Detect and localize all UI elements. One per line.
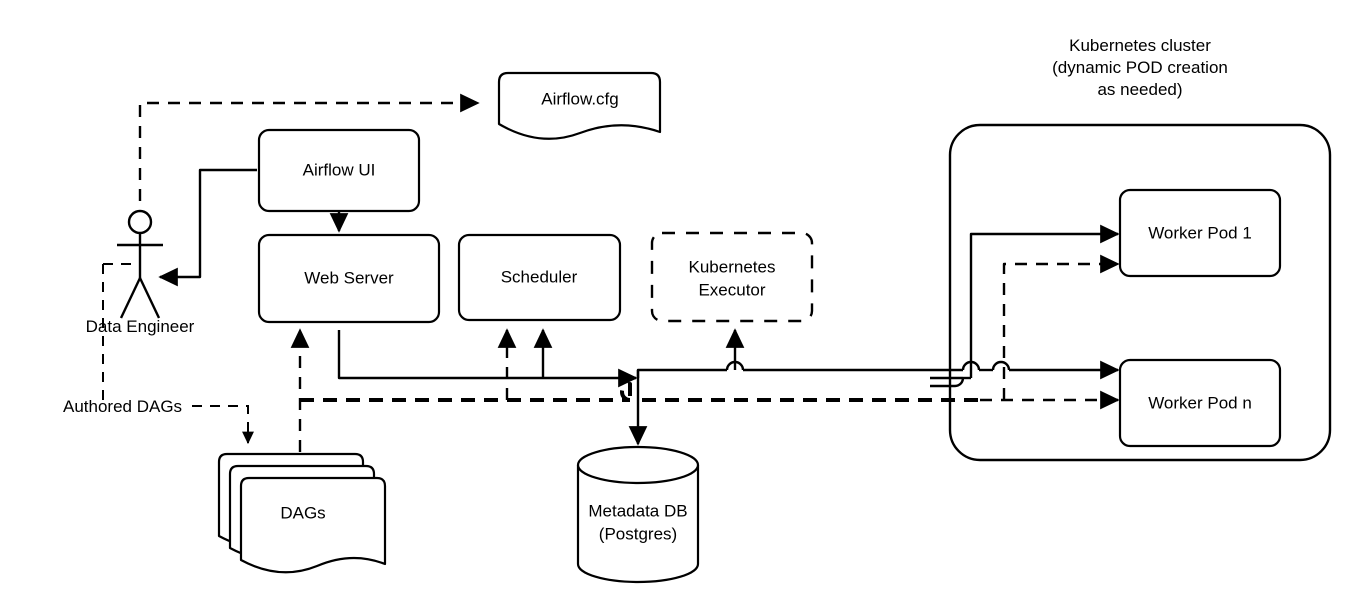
kubernetes-cluster-title-line2: (dynamic POD creation	[1052, 58, 1228, 77]
edge-bus-to-worker-pod-1	[969, 224, 1120, 378]
edge-dashed-to-worker-pod-1	[1002, 254, 1120, 400]
edge-cluster-entry-b	[930, 377, 965, 388]
edge-solid-bus-seg1	[636, 368, 727, 378]
kubernetes-cluster-title-line3: as needed)	[1097, 80, 1182, 99]
node-web-server[interactable]: Web Server	[257, 233, 441, 324]
actor-left-leg-icon	[119, 277, 142, 319]
node-label-data-engineer: Data Engineer	[86, 317, 195, 336]
node-label-kubernetes-executor-line1: Kubernetes	[689, 257, 776, 276]
node-label-metadata-db-line1: Metadata DB	[588, 501, 687, 520]
node-label-kubernetes-executor-line2: Executor	[698, 280, 765, 299]
edge-label-authored-dags: Authored DAGs	[63, 397, 182, 416]
edge-authored-dags-to-dags	[192, 405, 254, 445]
node-label-web-server: Web Server	[304, 268, 394, 287]
kubernetes-cluster-title-line1: Kubernetes cluster	[1069, 36, 1211, 55]
node-scheduler[interactable]: Scheduler	[457, 233, 622, 322]
node-label-dags: DAGs	[280, 503, 325, 522]
node-worker-pod-n[interactable]: Worker Pod n	[1118, 358, 1282, 448]
actor-right-leg-icon	[138, 277, 161, 319]
node-label-scheduler: Scheduler	[501, 267, 578, 286]
node-worker-pod-1[interactable]: Worker Pod 1	[1118, 188, 1282, 278]
node-label-airflow-ui: Airflow UI	[303, 160, 376, 179]
node-airflow-cfg[interactable]: Airflow.cfg	[497, 71, 662, 140]
actor-head-icon	[127, 209, 153, 235]
node-label-metadata-db-line2: (Postgres)	[599, 524, 677, 543]
node-label-airflow-cfg: Airflow.cfg	[541, 89, 618, 108]
edge-airflow-ui-to-data-engineer	[158, 168, 257, 287]
node-label-worker-pod-n: Worker Pod n	[1148, 393, 1252, 412]
node-metadata-db[interactable]: Metadata DB (Postgres)	[576, 445, 700, 584]
node-label-worker-pod-1: Worker Pod 1	[1148, 223, 1252, 242]
edge-solid-bus-hop-dashed2	[991, 360, 1011, 371]
node-airflow-ui[interactable]: Airflow UI	[257, 128, 421, 213]
edge-solid-bus-hop-executor	[725, 360, 745, 371]
node-dags[interactable]: DAGs	[217, 452, 387, 574]
edge-metadata-db-to-web-server	[337, 330, 638, 388]
node-data-engineer[interactable]: Data Engineer	[86, 209, 195, 336]
edge-data-engineer-to-airflow-cfg	[138, 93, 480, 222]
node-kubernetes-executor[interactable]: Kubernetes Executor	[650, 231, 814, 323]
edge-dags-bus-hop	[620, 382, 632, 402]
